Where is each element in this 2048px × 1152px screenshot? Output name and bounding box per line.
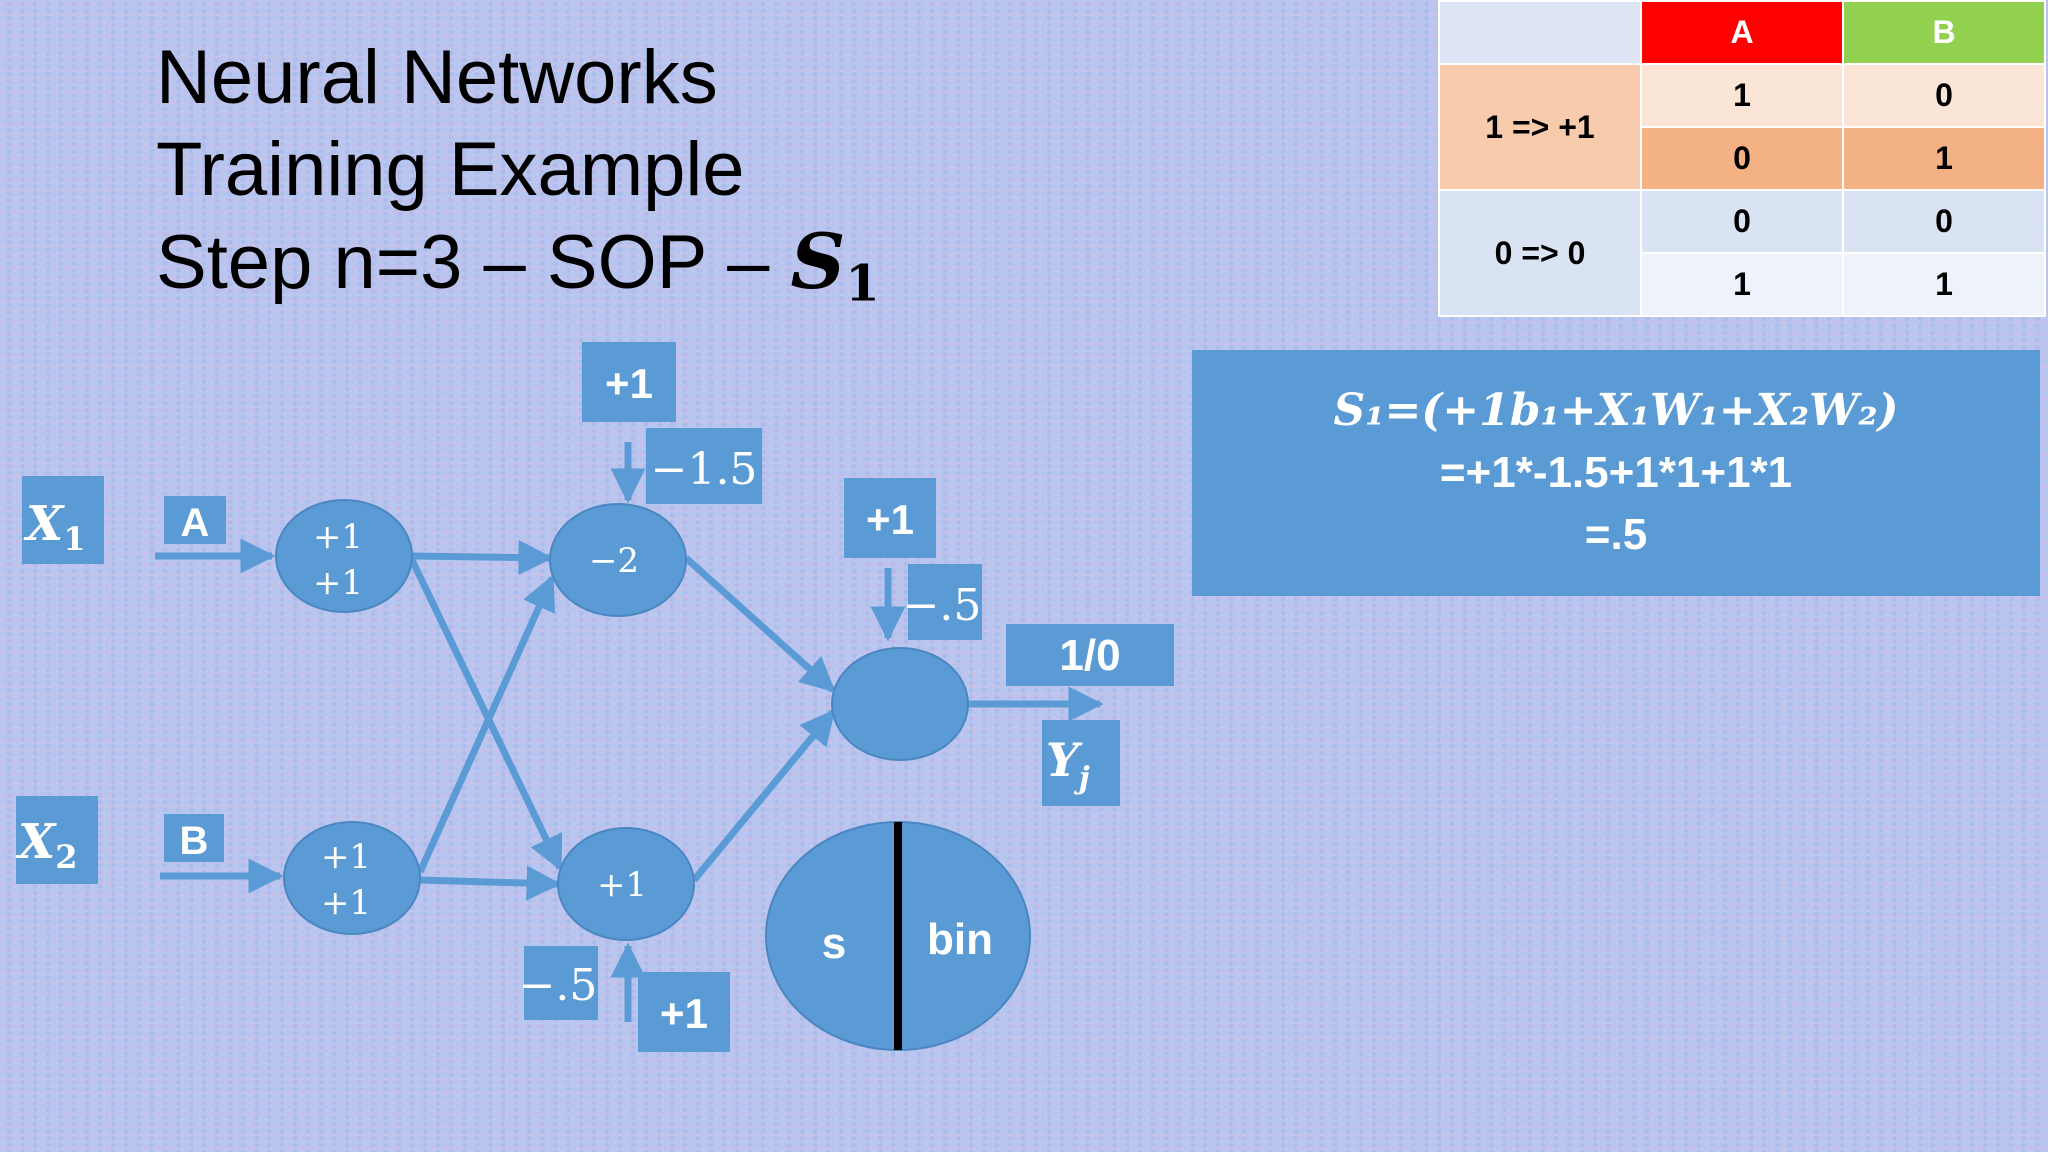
truth-table-group-label: 1 => +1	[1438, 63, 1642, 191]
activation-sum-label: s	[822, 919, 846, 968]
bias-top-input-box	[582, 342, 676, 422]
input-x1-label: X1	[22, 476, 104, 564]
title-symbol: S1	[790, 217, 880, 312]
bias-top-weight: −1.5	[646, 428, 762, 504]
edge-a-to-hidden-top	[411, 540, 554, 576]
truth-table-cell: 0	[1640, 126, 1844, 191]
truth-table-cell: 1	[1842, 252, 2046, 317]
hidden-node-top: −2	[549, 503, 687, 617]
input-node-b-bottom: +1	[321, 883, 371, 923]
edge-hidden-bottom-to-output	[691, 709, 836, 883]
bias-top-weight-text: −1.5	[651, 444, 758, 495]
hidden-node-bottom-circle	[557, 827, 695, 941]
sop-formula-box: S₁=(+1b₁+X₁W₁+X₂W₂) =+1*-1.5+1*1+1*1 =.5	[1192, 350, 2040, 596]
title-line-3-text: Step n=3 – SOP –	[156, 220, 791, 305]
bias-out-input-box	[844, 478, 936, 558]
bias-top-input-text: +1	[605, 360, 653, 407]
hidden-node-top-circle	[549, 503, 687, 617]
bias-bottom-input-box	[638, 972, 730, 1052]
truth-table-header-b: B	[1842, 0, 2046, 65]
input-x1-text: X1	[23, 496, 86, 558]
formula-line-1: S₁=(+1b₁+X₁W₁+X₂W₂)	[1333, 385, 1899, 436]
output-yj-symbol: Y	[1046, 733, 1083, 787]
input-b-text: B	[180, 819, 209, 863]
formula-line-3: =.5	[1584, 510, 1648, 559]
edge-b-to-hidden-top	[416, 574, 556, 874]
input-node-a-bottom: +1	[313, 563, 363, 603]
truth-table-row: 1 => +1 1 0	[1438, 63, 2046, 191]
bias-top-input: +1	[582, 342, 676, 422]
activation-bin-label: bin	[927, 915, 993, 964]
edge-hidden-top-to-output	[683, 555, 836, 693]
edge-b-to-hidden-bottom	[419, 865, 562, 901]
slide-title: Neural Networks Training Example Step n=…	[156, 32, 880, 329]
bias-bottom-input: +1	[638, 972, 730, 1052]
hidden-node-bottom: +1	[557, 827, 695, 941]
bias-out-weight-box	[908, 564, 982, 640]
bias-bottom-weight: −.5	[519, 946, 598, 1020]
input-node-a-circle	[275, 499, 413, 613]
input-node-a-top: +1	[313, 517, 363, 557]
output-yj-box	[1042, 720, 1120, 806]
output-yj-label: Yj	[1042, 720, 1120, 806]
output-value-box	[1006, 624, 1174, 686]
truth-table-cell: 1	[1842, 126, 2046, 191]
truth-table-cell: 1	[1640, 63, 1844, 128]
bias-out-weight: −.5	[903, 564, 982, 640]
truth-table-cell: 0	[1842, 189, 2046, 254]
title-line-1: Neural Networks	[156, 35, 718, 120]
truth-table-corner	[1438, 0, 1642, 65]
input-x2-box	[16, 796, 98, 884]
bias-out-weight-text: −.5	[903, 580, 982, 631]
input-b-box	[164, 814, 224, 862]
bias-bottom-weight-text: −.5	[519, 960, 598, 1011]
hidden-node-top-label: −2	[589, 541, 639, 581]
input-a-label: A	[164, 496, 226, 545]
truth-table: A B 1 => +1 1 0 0 1 0 => 0 0 0 1 1	[1438, 0, 2046, 317]
input-a-text: A	[181, 501, 210, 545]
output-value-text: 1/0	[1059, 631, 1120, 680]
truth-table-row: 1 1	[1439, 252, 2046, 317]
input-node-b-top: +1	[321, 837, 371, 877]
truth-table-row: 0 => 0 0 0	[1438, 189, 2046, 317]
output-node	[831, 647, 969, 761]
input-x2-symbol: X	[15, 814, 57, 870]
input-node-b: +1 +1	[283, 821, 421, 935]
hidden-node-bottom-label: +1	[597, 865, 647, 905]
activation-function: s bin	[765, 821, 1031, 1051]
truth-table-cell: 0	[1842, 63, 2046, 128]
bias-bottom-input-text: +1	[660, 990, 708, 1037]
input-x1-symbol: X	[23, 496, 65, 552]
truth-table-header-a: A	[1640, 0, 1844, 65]
input-x2-text: X2	[15, 814, 78, 876]
formula-line-2: =+1*-1.5+1*1+1*1	[1439, 448, 1793, 497]
title-symbol-letter: S	[790, 217, 846, 306]
input-node-a: +1 +1	[275, 499, 413, 613]
input-x2-label: X2	[15, 796, 98, 884]
input-x2-subscript: 2	[55, 838, 77, 876]
title-line-2: Training Example	[156, 127, 745, 212]
input-x1-subscript: 1	[63, 520, 85, 558]
output-yj-text: Yj	[1046, 733, 1090, 796]
connections	[155, 442, 1104, 1022]
input-node-b-circle	[283, 821, 421, 935]
output-value-label: 1/0	[1006, 624, 1174, 686]
input-x1-box	[22, 476, 104, 564]
title-symbol-subscript: 1	[845, 254, 880, 313]
input-b-label: B	[164, 814, 224, 863]
bias-out-input: +1	[844, 478, 936, 558]
bias-out-input-text: +1	[866, 496, 914, 543]
bias-bottom-weight-box	[524, 946, 598, 1020]
input-a-box	[164, 496, 226, 544]
edge-a-to-hidden-bottom	[408, 558, 564, 872]
truth-table-cell: 0	[1640, 189, 1844, 254]
bias-top-weight-box	[646, 428, 762, 504]
truth-table-header-row: A B	[1438, 0, 2046, 65]
title-line-3: Step n=3 – SOP – S1	[156, 216, 880, 329]
truth-table-cell: 1	[1640, 252, 1844, 317]
truth-table-row: 0 1	[1439, 126, 2046, 191]
truth-table-group-label: 0 => 0	[1438, 189, 1642, 317]
